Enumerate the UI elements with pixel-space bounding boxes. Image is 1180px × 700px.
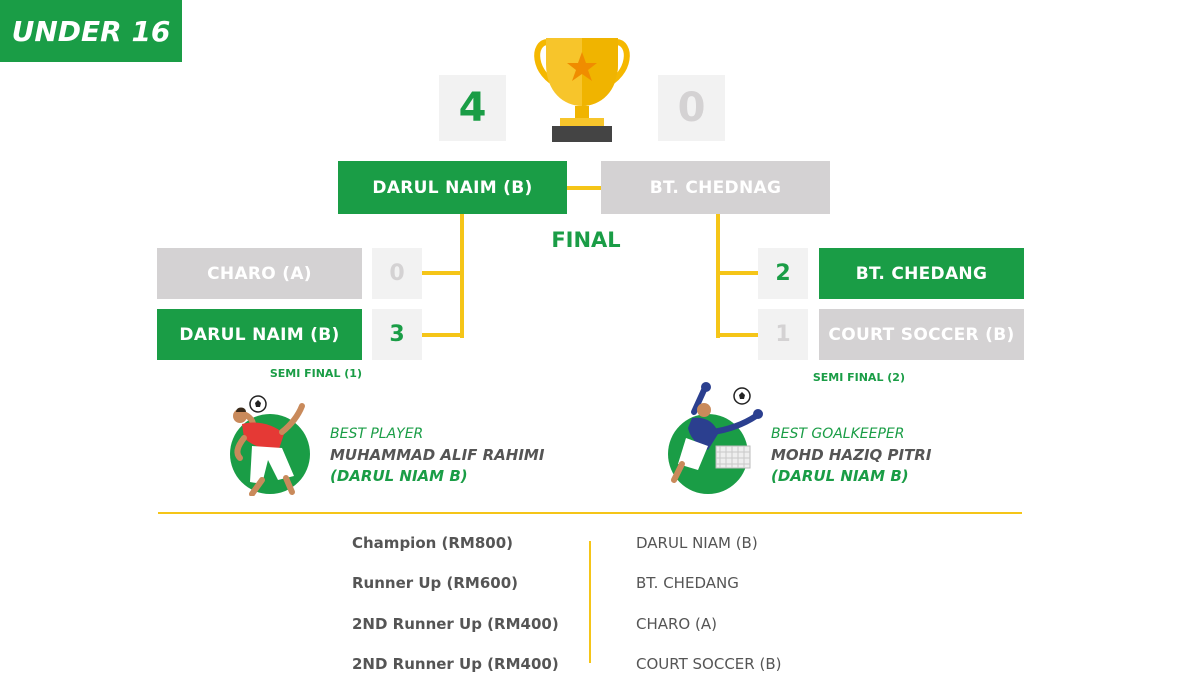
player-illustration xyxy=(230,395,310,496)
semi1-bottom-score: 3 xyxy=(372,309,422,360)
semi1-label: SEMI FINAL (1) xyxy=(269,367,362,380)
semi1-top-score: 0 xyxy=(372,248,422,299)
final-left-team: DARUL NAIM (B) xyxy=(338,161,567,214)
best-goalkeeper-name: MOHD HAZIQ PITRI xyxy=(771,446,932,464)
prize-label-runner-up: Runner Up (RM600) xyxy=(352,574,519,592)
prize-team-runner-up: BT. CHEDANG xyxy=(636,574,739,592)
final-label: FINAL xyxy=(551,228,621,252)
final-connector xyxy=(567,186,601,190)
prize-label-second-runner-up-2: 2ND Runner Up (RM400) xyxy=(352,655,559,673)
prize-label-champion: Champion (RM800) xyxy=(352,534,514,552)
semi2-bottom-team: COURT SOCCER (B) xyxy=(819,309,1024,360)
semi1-bracket-bottom xyxy=(422,333,464,337)
prize-team-second-runner-up-2: COURT SOCCER (B) xyxy=(636,655,782,673)
category-badge: UNDER 16 xyxy=(0,0,182,62)
goalkeeper-illustration xyxy=(668,382,763,494)
semi2-bottom-score: 1 xyxy=(758,309,808,360)
semi1-bottom-team: DARUL NAIM (B) xyxy=(157,309,362,360)
prize-team-champion: DARUL NIAM (B) xyxy=(636,534,758,552)
final-left-score: 4 xyxy=(439,75,506,141)
semi1-top-team: CHARO (A) xyxy=(157,248,362,299)
semi2-bracket-top xyxy=(716,271,758,275)
semi2-top-team: BT. CHEDANG xyxy=(819,248,1024,299)
semi1-bracket-top xyxy=(422,271,462,275)
prize-divider xyxy=(589,541,591,663)
semi2-bracket-vertical xyxy=(716,214,720,338)
best-goalkeeper-team: (DARUL NIAM B) xyxy=(771,467,909,485)
prize-label-second-runner-up-1: 2ND Runner Up (RM400) xyxy=(352,615,559,633)
final-right-score: 0 xyxy=(658,75,725,141)
section-divider xyxy=(158,512,1022,514)
semi2-top-score: 2 xyxy=(758,248,808,299)
semi2-label: SEMI FINAL (2) xyxy=(812,371,905,384)
semi1-bracket-vertical xyxy=(460,214,464,338)
trophy-icon xyxy=(534,38,630,142)
prize-team-second-runner-up-1: CHARO (A) xyxy=(636,615,717,633)
best-player-team: (DARUL NIAM B) xyxy=(330,467,468,485)
best-goalkeeper-title: BEST GOALKEEPER xyxy=(771,426,905,442)
semi2-bracket-bottom xyxy=(716,333,758,337)
final-right-team: BT. CHEDNAG xyxy=(601,161,830,214)
best-player-title: BEST PLAYER xyxy=(330,426,424,442)
best-player-name: MUHAMMAD ALIF RAHIMI xyxy=(330,446,545,464)
